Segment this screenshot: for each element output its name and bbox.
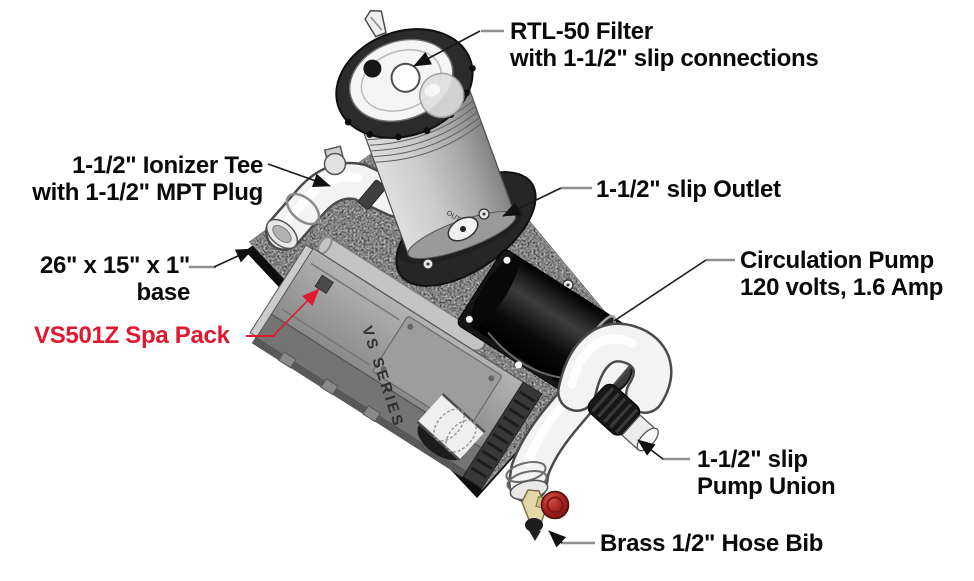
label-pump-line2: 120 volts, 1.6 Amp [740,274,944,301]
ionizer-tee-assembly [265,145,415,251]
leader-ionizer-tee [267,163,331,188]
leader-lines [189,29,735,548]
label-ionizer-line2: with 1-1/2" MPT Plug [32,179,263,206]
leader-base [213,248,254,268]
label-outlet: 1-1/2" slip Outlet [596,176,781,203]
base-screws [422,208,574,291]
lid-ring-lugs [344,64,476,141]
label-ionizer-tee: 1-1/2" Ionizer Tee with 1-1/2" MPT Plug [0,152,263,206]
hose-bib-knob [540,490,570,520]
spa-pack [249,235,543,490]
leader-pump [613,259,707,322]
hose-bib [521,489,570,541]
lid-dome [419,72,465,119]
label-base-line2: base [136,279,190,306]
suction-pipe-and-elbow [505,336,634,503]
leader-hose-bib [548,530,567,548]
leader-outlet [502,187,562,217]
pump-elbow [557,322,673,414]
label-ionizer-line1: 1-1/2" Ionizer Tee [72,152,263,179]
heater-union [416,393,486,461]
mpt-plug [323,145,347,176]
label-union-line1: 1-1/2" slip [697,446,808,473]
filter-lid-handle [364,9,387,38]
lid-air-bleed-knob [363,59,382,78]
leader-pump-union [637,439,664,460]
label-hose-bib: Brass 1/2" Hose Bib [600,530,824,557]
label-pump-line1: Circulation Pump [740,247,934,274]
label-base-line1: 26" x 15" x 1" [39,252,190,279]
leader-filter [413,30,481,67]
label-spa-pack: VS501Z Spa Pack [34,322,230,349]
label-union-line2: Pump Union [697,473,836,500]
leader-spa-pack [272,288,320,337]
label-pump-union: 1-1/2" slip Pump Union [697,446,836,500]
label-filter: RTL-50 Filter with 1-1/2" slip connectio… [510,18,819,72]
rtl50-filter [335,9,523,264]
label-filter-line1: RTL-50 Filter [510,18,653,45]
label-filter-line2: with 1-1/2" slip connections [510,45,819,72]
label-base: 26" x 15" x 1" base [0,252,190,306]
label-pump: Circulation Pump 120 volts, 1.6 Amp [740,247,943,301]
lid-center-knob [390,62,421,93]
heater-out-port: OUT [445,210,479,242]
